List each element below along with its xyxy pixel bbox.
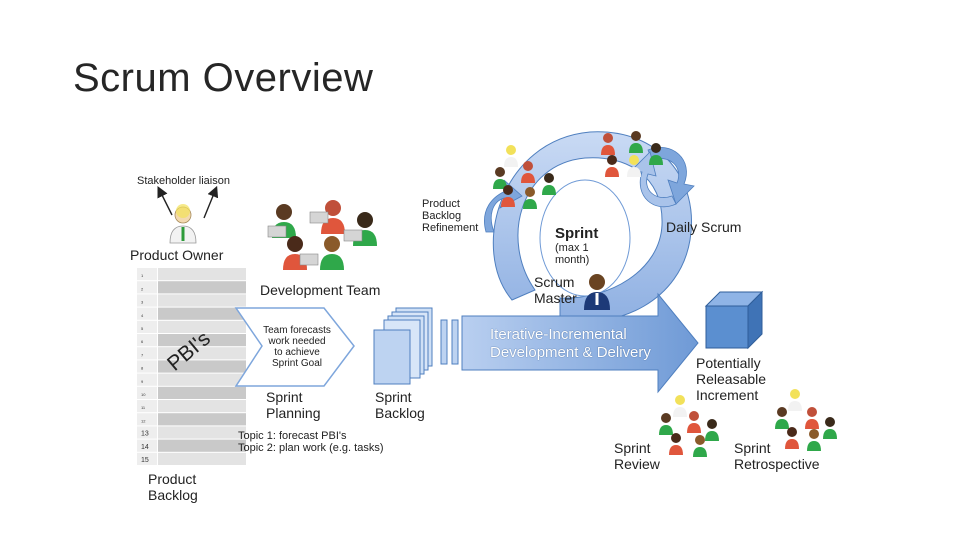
increment-cube-icon <box>704 290 764 350</box>
backlog-row-number: 9 <box>141 379 144 384</box>
increment-label: Potentially Releasable Increment <box>696 355 767 403</box>
backlog-row-number-cell <box>137 426 157 439</box>
backlog-row <box>158 320 246 333</box>
sprint-review-team-icon <box>659 395 719 457</box>
backlog-row-number: 1 <box>141 273 144 278</box>
backlog-row-number-cell <box>137 334 157 347</box>
sprint-review-label: Sprint Review <box>614 440 660 472</box>
backlog-row <box>158 307 246 320</box>
refinement-label: Product Backlog Refinement <box>422 198 479 234</box>
backlog-row <box>158 334 246 347</box>
product-backlog-label: Product Backlog <box>148 471 198 503</box>
scrum-master-label: Scrum Master <box>534 274 577 306</box>
backlog-row-number-cell <box>137 347 157 360</box>
backlog-row-number: 10 <box>141 392 146 397</box>
backlog-row <box>158 281 246 294</box>
backlog-row-number-cell <box>137 320 157 333</box>
sprint-cycle-icon <box>492 131 692 323</box>
backlog-row <box>158 452 246 465</box>
team-forecasts-text: Team forecasts work needed to achieve Sp… <box>263 325 331 369</box>
backlog-row-number: 8 <box>141 366 144 371</box>
backlog-row-number: 3 <box>141 300 144 305</box>
backlog-row <box>158 386 246 399</box>
backlog-row-number: 13 <box>141 431 149 438</box>
backlog-row-number: 11 <box>141 405 146 410</box>
backlog-row-number: 15 <box>141 457 149 464</box>
product-owner-person-icon <box>169 204 197 244</box>
backlog-row-number-cell <box>137 386 157 399</box>
development-team-icon <box>267 200 377 270</box>
iterative-incremental-arrow <box>461 292 699 394</box>
backlog-row-number-cell <box>137 400 157 413</box>
iterative-incremental-text: Iterative-Incremental Development & Deli… <box>490 326 651 361</box>
stakeholder-liaison-label: Stakeholder liaison <box>137 175 230 187</box>
sprint-backlog-stack-icon <box>373 307 433 385</box>
separator-bar-1 <box>440 319 448 365</box>
stakeholder-arrow-right <box>203 185 219 219</box>
backlog-row <box>158 426 246 439</box>
slide-title: Scrum Overview <box>73 56 374 100</box>
backlog-row <box>158 413 246 426</box>
backlog-row <box>158 400 246 413</box>
backlog-row-number: 12 <box>141 418 146 423</box>
separator-bar-2 <box>451 319 459 365</box>
development-team-label: Development Team <box>260 282 381 298</box>
backlog-row-number-cell <box>137 281 157 294</box>
backlog-row-number: 4 <box>141 313 144 318</box>
stakeholder-arrow-left <box>157 185 173 216</box>
sprint-planning-chevron <box>234 307 355 387</box>
backlog-row-number-cell <box>137 360 157 373</box>
backlog-row <box>158 360 246 373</box>
daily-scrum-team-icon <box>601 131 663 177</box>
topics-text: Topic 1: forecast PBI's Topic 2: plan wo… <box>238 430 384 454</box>
backlog-row-number: 7 <box>141 352 144 357</box>
sprint-planning-label: Sprint Planning <box>266 389 321 421</box>
product-owner-label: Product Owner <box>130 247 224 263</box>
sprint-label: Sprint (max 1 month) <box>555 225 599 267</box>
backlog-row-number-cell <box>137 268 157 281</box>
backlog-row-number-cell <box>137 439 157 452</box>
backlog-row <box>158 373 246 386</box>
backlog-row <box>158 294 246 307</box>
sprint-backlog-label: Sprint Backlog <box>375 389 425 421</box>
backlog-row <box>158 347 246 360</box>
backlog-row-number: 5 <box>141 326 144 331</box>
refinement-team-icon <box>493 145 556 209</box>
daily-scrum-label: Daily Scrum <box>666 219 742 235</box>
sprint-retrospective-label: Sprint Retrospective <box>734 440 820 472</box>
backlog-row <box>158 439 246 452</box>
backlog-row-number-cell <box>137 294 157 307</box>
backlog-row-number-cell <box>137 413 157 426</box>
scrum-master-person-icon <box>584 274 610 310</box>
sprint-retrospective-team-icon <box>775 389 837 451</box>
daily-scrum-cycle-icon <box>631 146 695 208</box>
backlog-row-number-cell <box>137 307 157 320</box>
backlog-row-number: 14 <box>141 444 149 451</box>
backlog-row <box>158 268 246 281</box>
backlog-row-number-cell <box>137 373 157 386</box>
backlog-row-number-cell <box>137 452 157 465</box>
backlog-row-number: 2 <box>141 286 144 291</box>
backlog-row-number: 6 <box>141 339 144 344</box>
